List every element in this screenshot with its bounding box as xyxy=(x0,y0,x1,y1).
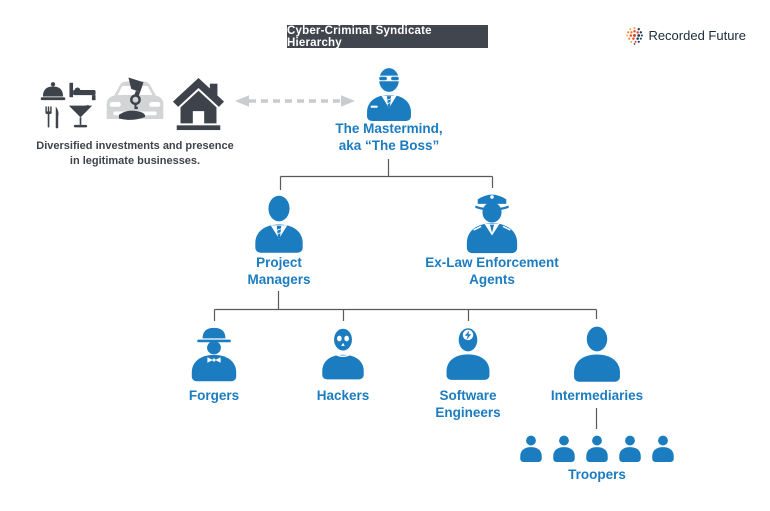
ex-law-label-line1: Ex-Law Enforcement xyxy=(425,255,559,270)
software-engineers-label-line2: Engineers xyxy=(435,404,501,420)
recorded-future-wordmark: Recorded Future xyxy=(648,28,746,43)
ex-law-enforcement-label: Ex-Law Enforcement Agents xyxy=(392,255,592,288)
software-engineers-figure-icon xyxy=(439,320,497,384)
title-banner: Cyber-Criminal Syndicate Hierarchy xyxy=(287,24,488,49)
ex-law-enforcement-figure-icon xyxy=(458,187,526,254)
forgers-label: Forgers xyxy=(188,388,240,403)
caption-line-2: in legitimate businesses. xyxy=(69,155,201,167)
project-managers-label: Project Managers xyxy=(179,255,379,288)
troopers-label: Troopers xyxy=(568,467,626,482)
trooper-figure-icon xyxy=(583,430,611,467)
troopers-group xyxy=(517,430,677,467)
bed-icon xyxy=(69,82,96,101)
trooper-figure-icon xyxy=(517,430,545,467)
legit-business-caption: Diversified investments and presence in … xyxy=(25,139,245,169)
house-icon xyxy=(172,78,225,131)
forgers-figure-icon xyxy=(184,321,244,384)
hackers-figure-icon xyxy=(315,321,371,384)
mastermind-label-line2: aka “The Boss” xyxy=(338,137,440,153)
double-dashed-arrow xyxy=(235,95,355,107)
mastermind-label: The Mastermind, aka “The Boss” xyxy=(289,121,489,154)
trooper-figure-icon xyxy=(649,430,677,467)
recorded-future-logo: Recorded Future xyxy=(625,26,746,45)
cloche-icon xyxy=(40,82,66,101)
mastermind-figure-icon xyxy=(357,64,421,121)
trooper-figure-icon xyxy=(616,430,644,467)
mastermind-label-line1: The Mastermind, xyxy=(335,121,443,136)
trooper-figure-icon xyxy=(550,430,578,467)
title-banner-text: Cyber-Criminal Syndicate Hierarchy xyxy=(287,24,432,49)
intermediaries-label: Intermediaries xyxy=(550,388,644,403)
project-managers-label-line2: Managers xyxy=(247,271,311,287)
car-key-handover-icon xyxy=(106,77,164,120)
project-managers-figure-icon xyxy=(247,190,311,254)
software-engineers-label: Software Engineers xyxy=(398,388,538,421)
ex-law-label-line2: Agents xyxy=(469,271,515,287)
project-managers-label-line1: Project xyxy=(256,255,302,270)
fork-knife-icon xyxy=(45,106,59,129)
hackers-label: Hackers xyxy=(316,388,370,403)
recorded-future-dots-icon xyxy=(626,27,644,45)
martini-icon xyxy=(68,104,93,128)
intermediaries-figure-icon xyxy=(566,318,628,386)
caption-line-1: Diversified investments and presence xyxy=(36,140,234,152)
software-engineers-label-line1: Software xyxy=(439,388,497,403)
